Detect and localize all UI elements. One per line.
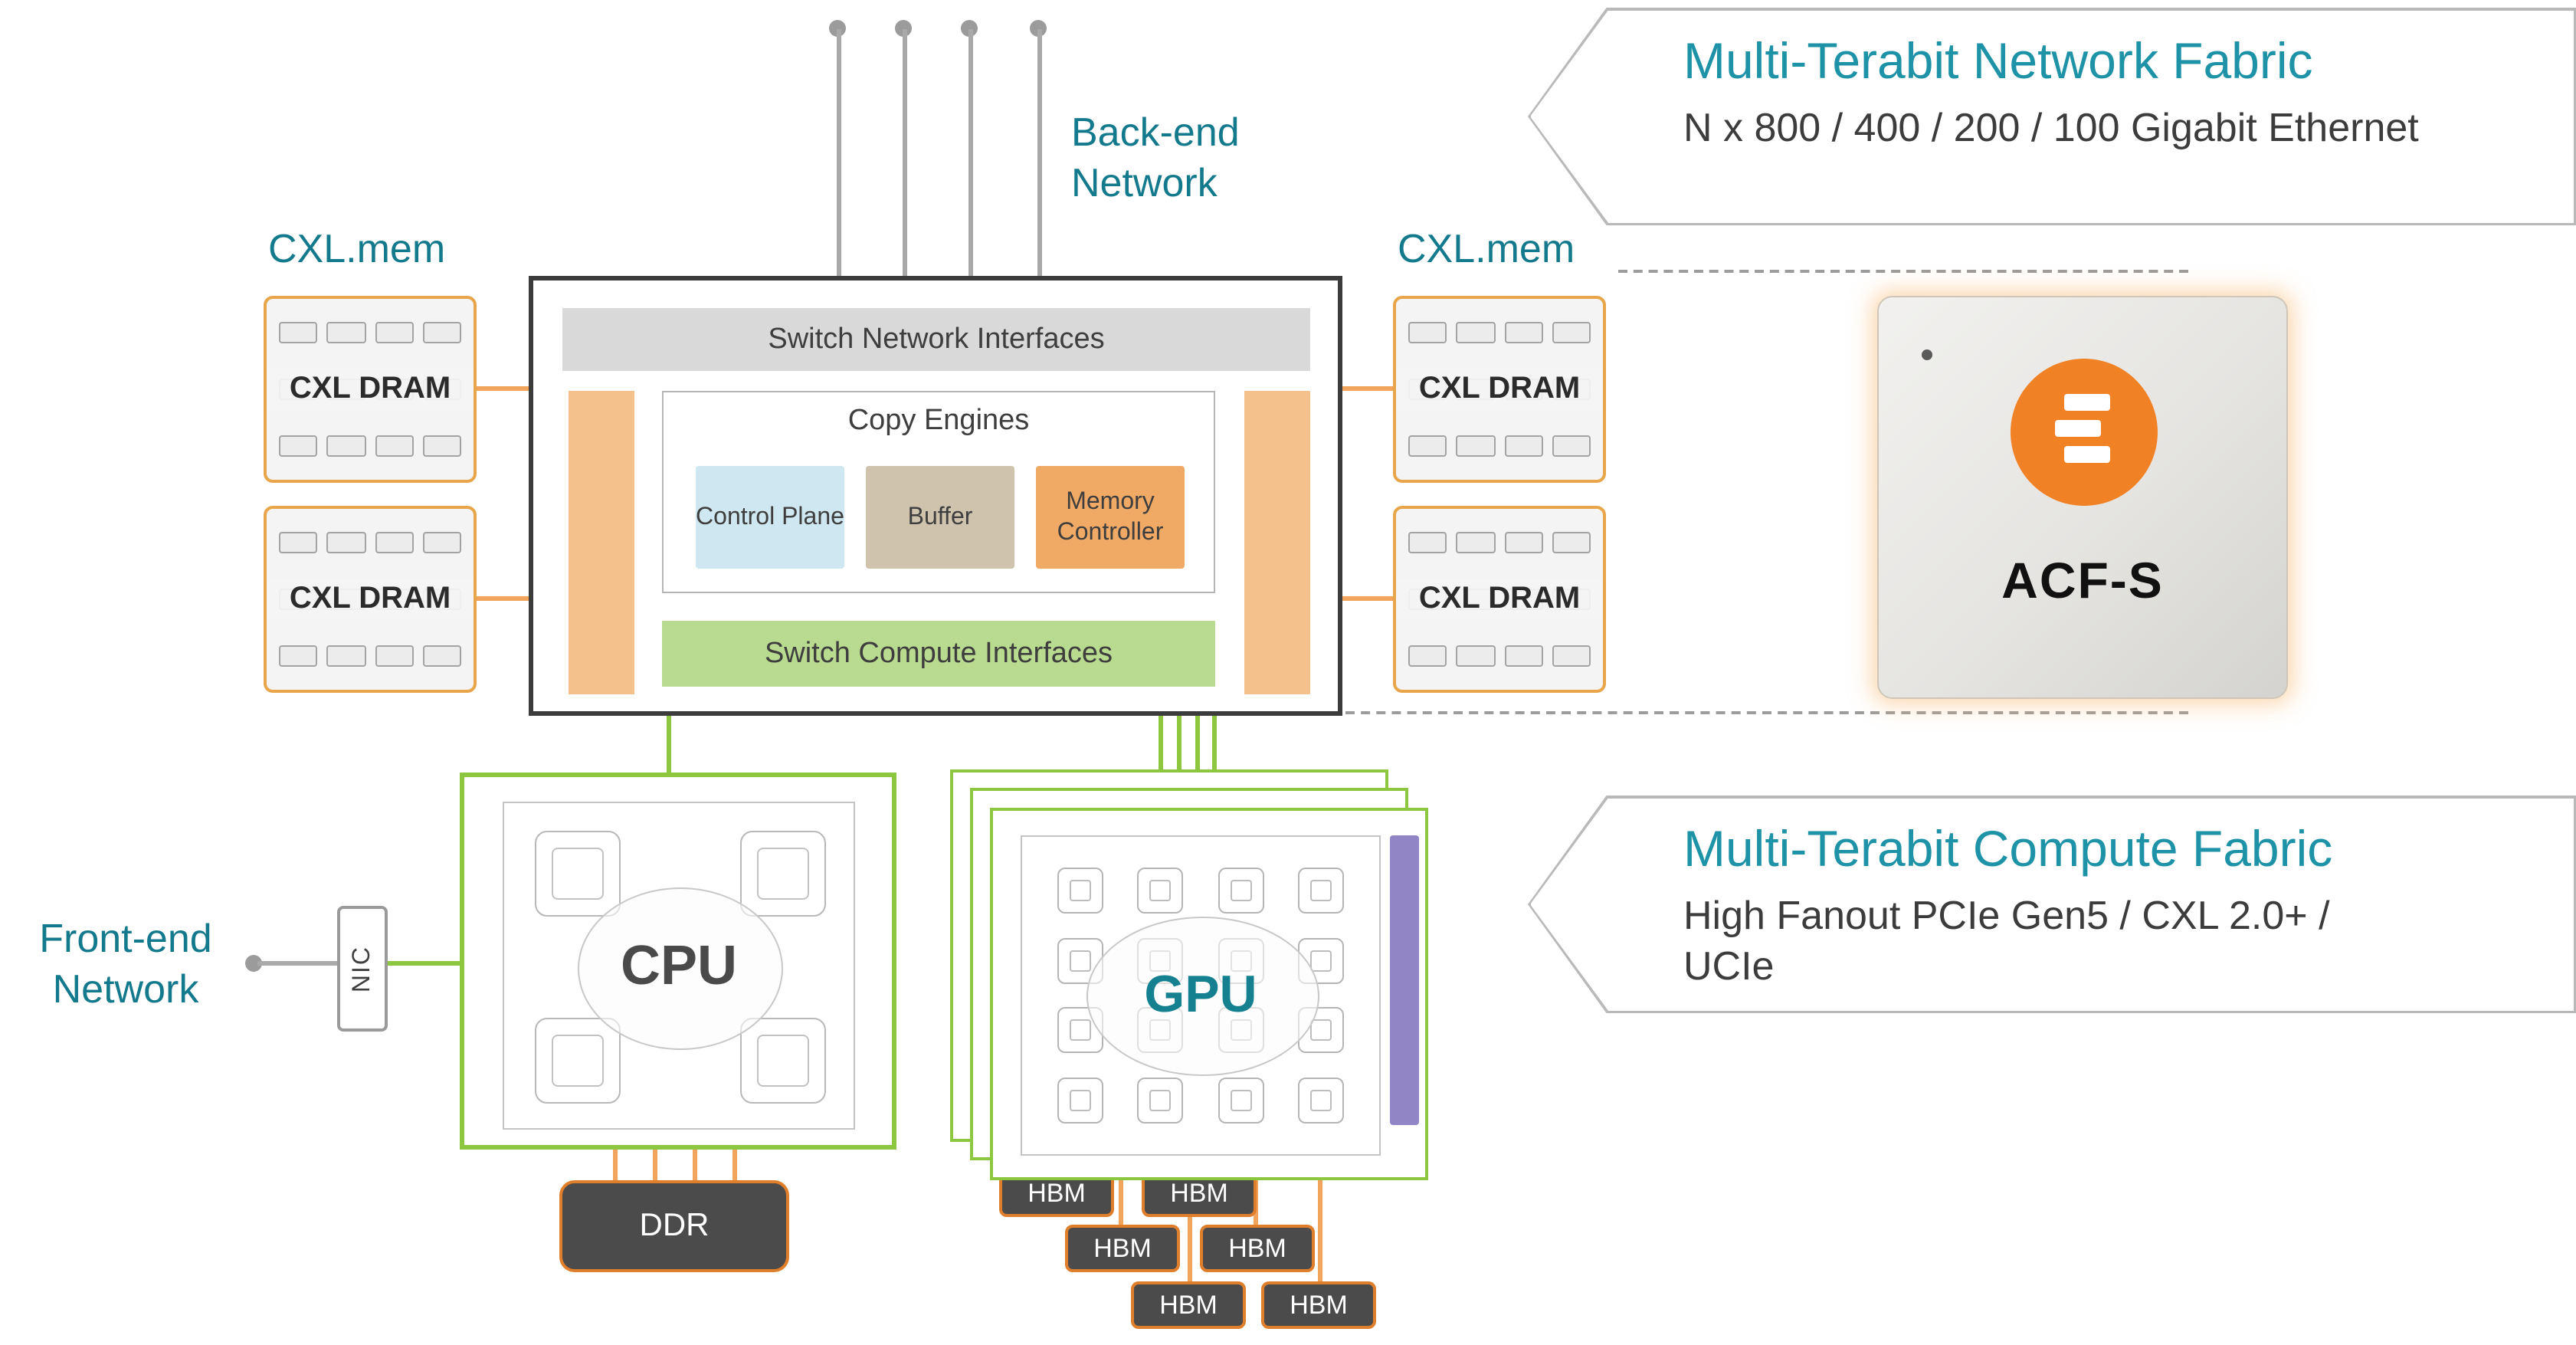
nic-card: NIC bbox=[337, 906, 388, 1032]
copy-engines-block: Copy Engines Control Plane Buffer Memory… bbox=[662, 391, 1215, 593]
switch-right-port-bar bbox=[1244, 391, 1310, 694]
hbm-module: HBM bbox=[1065, 1225, 1180, 1272]
backend-link-line bbox=[837, 29, 841, 276]
network-fabric-callout: Multi-Terabit Network Fabric N x 800 / 4… bbox=[1528, 8, 2576, 225]
chip-pin1-dot bbox=[1922, 349, 1932, 360]
nic-cpu-link-line bbox=[388, 961, 460, 966]
network-port-dot bbox=[829, 20, 846, 37]
cpu-core-chip bbox=[740, 831, 826, 917]
hbm-link-line bbox=[1119, 1168, 1123, 1226]
cpu-block: CPU bbox=[460, 773, 896, 1150]
backend-link-line bbox=[1037, 29, 1042, 276]
buffer-tile: Buffer bbox=[866, 466, 1014, 569]
cxl-dram-label: CXL DRAM bbox=[1396, 369, 1603, 410]
compute-fabric-callout-body: Multi-Terabit Compute Fabric High Fanout… bbox=[1530, 798, 2574, 1011]
backend-link-line bbox=[903, 29, 907, 276]
cpu-label: CPU bbox=[620, 933, 737, 996]
backend-network-label: Back-end Network bbox=[1071, 109, 1240, 205]
dashed-line-bottom bbox=[1345, 711, 2188, 714]
cxl-dram-label: CXL DRAM bbox=[267, 369, 474, 410]
gpu-ellipse bbox=[1086, 917, 1319, 1076]
cxl-link-line bbox=[477, 596, 529, 601]
cxl-link-line bbox=[1342, 596, 1395, 601]
hbm-label: HBM bbox=[1170, 1178, 1228, 1207]
hbm-label: HBM bbox=[1228, 1233, 1286, 1262]
cxl-mem-label-left: CXL.mem bbox=[268, 225, 446, 271]
cxl-dram-module: CXL DRAM bbox=[1393, 506, 1606, 693]
cpu-die: CPU bbox=[503, 802, 855, 1130]
hbm-module: HBM bbox=[1131, 1281, 1246, 1329]
network-fabric-subtitle: N x 800 / 400 / 200 / 100 Gigabit Ethern… bbox=[1683, 103, 2419, 149]
gpu-die: GPU bbox=[1021, 835, 1381, 1156]
gpu-label: GPU bbox=[1144, 966, 1257, 1024]
frontend-port-dot bbox=[245, 955, 262, 972]
hbm-label: HBM bbox=[1290, 1290, 1348, 1319]
cxl-dram-label: CXL DRAM bbox=[267, 579, 474, 620]
frontend-link-line bbox=[257, 961, 337, 966]
ddr-module: DDR bbox=[559, 1180, 789, 1272]
chip-logo-icon bbox=[2011, 359, 2158, 506]
ddr-link-line bbox=[653, 1150, 657, 1180]
gpu-io-bar bbox=[1390, 835, 1419, 1125]
ddr-label: DDR bbox=[639, 1208, 710, 1243]
cxl-dram-module: CXL DRAM bbox=[264, 506, 477, 693]
hbm-label: HBM bbox=[1159, 1290, 1218, 1319]
memory-controller-tile: Memory Controller bbox=[1036, 466, 1185, 569]
cpu-core-chip bbox=[740, 1018, 826, 1104]
compute-fabric-title: Multi-Terabit Compute Fabric bbox=[1683, 819, 2333, 876]
network-fabric-title: Multi-Terabit Network Fabric bbox=[1683, 31, 2313, 88]
copy-engines-title: Copy Engines bbox=[847, 405, 1030, 437]
compute-link-line bbox=[1212, 714, 1217, 812]
cxl-dram-module: CXL DRAM bbox=[1393, 296, 1606, 483]
ddr-link-line bbox=[613, 1150, 618, 1180]
compute-fabric-subtitle: High Fanout PCIe Gen5 / CXL 2.0+ / UCIe bbox=[1683, 891, 2330, 989]
hbm-link-line bbox=[1188, 1168, 1192, 1283]
control-plane-tile: Control Plane bbox=[696, 466, 844, 569]
hbm-link-line bbox=[1318, 1168, 1322, 1283]
cxl-link-line bbox=[477, 386, 529, 391]
acf-s-chip: ACF-S bbox=[1877, 296, 2288, 699]
compute-link-line bbox=[1195, 714, 1200, 812]
compute-link-line bbox=[1159, 714, 1163, 812]
frontend-network-label: Front-end Network bbox=[39, 915, 212, 1011]
cpu-ellipse bbox=[578, 887, 783, 1050]
hbm-module: HBM bbox=[1261, 1281, 1376, 1329]
cxl-dram-module: CXL DRAM bbox=[264, 296, 477, 483]
nic-label: NIC bbox=[349, 945, 375, 992]
backend-link-line bbox=[968, 29, 973, 276]
cxl-dram-label: CXL DRAM bbox=[1396, 579, 1603, 620]
switch-network-interfaces-bar: Switch Network Interfaces bbox=[562, 308, 1310, 371]
compute-fabric-callout: Multi-Terabit Compute Fabric High Fanout… bbox=[1528, 796, 2576, 1013]
compute-link-line bbox=[1177, 714, 1181, 812]
cxl-mem-label-right: CXL.mem bbox=[1398, 225, 1575, 271]
switch-block: Switch Network Interfaces Copy Engines C… bbox=[529, 276, 1342, 716]
network-port-dot bbox=[1030, 20, 1047, 37]
switch-compute-interfaces-bar: Switch Compute Interfaces bbox=[662, 621, 1215, 687]
hbm-label: HBM bbox=[1093, 1233, 1152, 1262]
cxl-link-line bbox=[1342, 386, 1395, 391]
ddr-link-line bbox=[693, 1150, 697, 1180]
ddr-link-line bbox=[732, 1150, 737, 1180]
hbm-module: HBM bbox=[1200, 1225, 1315, 1272]
compute-link-line bbox=[667, 714, 671, 774]
dashed-line-top bbox=[1618, 270, 2188, 273]
hbm-label: HBM bbox=[1027, 1178, 1086, 1207]
cpu-core-chip bbox=[535, 1018, 621, 1104]
network-fabric-callout-body: Multi-Terabit Network Fabric N x 800 / 4… bbox=[1530, 10, 2574, 223]
switch-left-port-bar bbox=[569, 391, 634, 694]
acf-s-chip-name: ACF-S bbox=[2001, 552, 2164, 609]
cpu-core-chip bbox=[535, 831, 621, 917]
network-port-dot bbox=[961, 20, 978, 37]
gpu-block-front: GPU bbox=[990, 808, 1428, 1180]
network-port-dot bbox=[895, 20, 912, 37]
